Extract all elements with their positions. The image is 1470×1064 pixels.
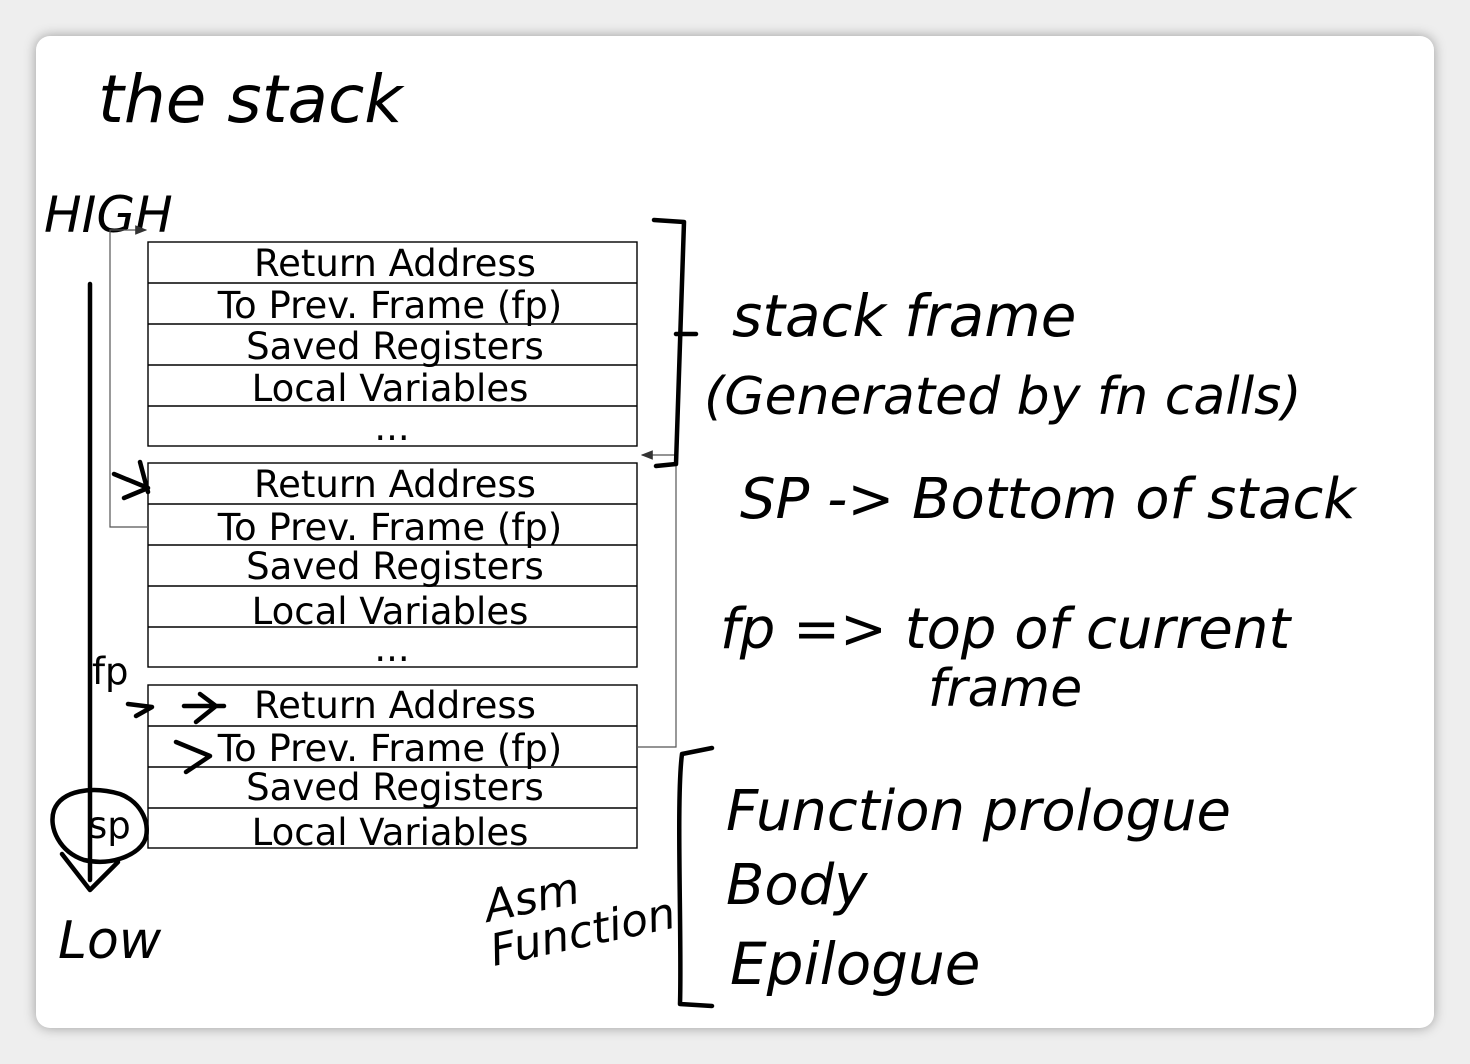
high-to-low-arrow [59,281,121,893]
sp-note: SP -> Bottom of stack [740,467,1358,532]
fp-note: fp => top of current [720,597,1292,662]
frame3-return-arrow [181,691,227,725]
stack-frame-3: Return Address To Prev. Frame (fp) Saved… [147,684,638,854]
function-body: Body [726,853,868,918]
stack-frame-bracket [651,217,699,469]
stack-frame-2: Return Address To Prev. Frame (fp) Saved… [147,462,638,670]
fp-arrow [125,701,155,719]
frame3-saved-registers: Saved Registers [246,766,544,809]
frame2-prev-frame: To Prev. Frame (fp) [217,506,563,549]
frame3-return-address: Return Address [254,684,536,727]
title: the stack [98,61,405,138]
frame3-local-variables: Local Variables [252,811,529,854]
frame2-return-address: Return Address [254,463,536,506]
frame2-saved-registers: Saved Registers [246,545,544,588]
frame2-local-variables: Local Variables [252,590,529,633]
fp-label: fp [92,650,129,693]
low-label: Low [58,911,162,971]
stack-frame-1: Return Address To Prev. Frame (fp) Saved… [147,241,638,449]
function-epilogue: Epilogue [730,930,980,998]
frame3-to-frame2-link [637,450,677,748]
stack-frame-note: stack frame [732,282,1076,350]
stack-frame-note-sub: (Generated by fn calls) [704,367,1302,427]
fp-note-frame: frame [928,659,1082,719]
function-prologue: Function prologue [726,779,1231,844]
whiteboard [36,36,1434,1028]
frame2-to-frame1-link [109,225,148,528]
frame3-prev-frame: To Prev. Frame (fp) [217,727,563,770]
sp-label: sp [88,804,131,847]
frame1-prev-frame: To Prev. Frame (fp) [217,284,563,327]
function-bracket [677,745,715,1009]
frame3-prev-arrow [173,739,213,775]
frame1-local-variables: Local Variables [252,367,529,410]
frame1-return-address: Return Address [254,242,536,285]
high-label: HIGH [44,186,173,244]
frame1-ellipsis: ... [374,406,409,449]
frame2-ellipsis: ... [374,627,409,670]
frame2-entry-arrow [111,459,151,501]
sp-circle [50,787,149,865]
frame1-saved-registers: Saved Registers [246,325,544,368]
